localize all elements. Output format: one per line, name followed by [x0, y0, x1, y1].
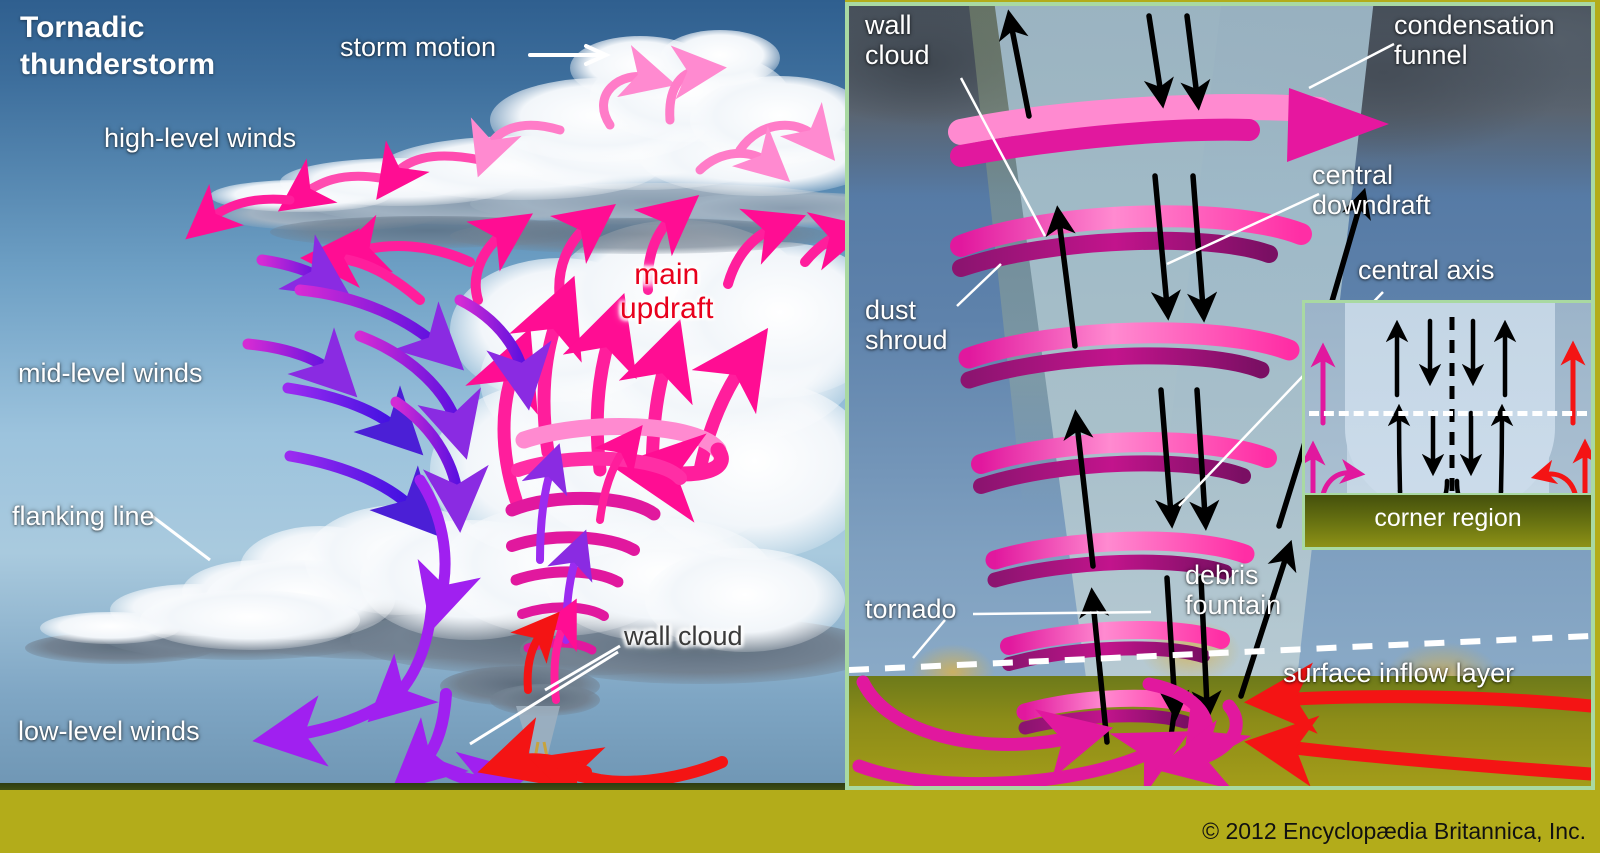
rotation-arrow-top: [948, 88, 1389, 167]
label-surface-inflow-layer: surface inflow layer: [1283, 658, 1515, 688]
label-central-downdraft: central downdraft: [1312, 160, 1431, 221]
inset-surface-dashed-line: [1309, 411, 1587, 416]
inflow-spiral-arrows: [852, 675, 1252, 786]
left-panel-tornadic-thunderstorm: Tornadic thunderstorm: [0, 0, 845, 790]
copyright-notice: © 2012 Encyclopædia Britannica, Inc.: [1202, 818, 1586, 844]
label-high-level-winds: high-level winds: [104, 123, 297, 153]
corner-region-inset: corner region: [1302, 300, 1594, 550]
label-dust-shroud: dust shroud: [865, 295, 948, 356]
label-flanking-line: flanking line: [12, 501, 155, 531]
label-wall-cloud-left: wall cloud: [624, 621, 743, 651]
surface-inflow-red-arrows: [1243, 662, 1591, 786]
surface-inflow-dashed-line: [849, 633, 1591, 673]
corner-region-label-strip: corner region: [1305, 493, 1591, 547]
label-central-axis: central axis: [1358, 255, 1495, 285]
corner-region-label: corner region: [1374, 504, 1522, 532]
page-title: Tornadic thunderstorm: [20, 11, 215, 81]
label-main-updraft: main updraft: [620, 258, 714, 325]
ground-surface: [0, 783, 845, 790]
label-storm-motion: storm motion: [340, 32, 497, 62]
storm-motion-arrow: [528, 44, 611, 66]
label-tornado: tornado: [865, 594, 957, 624]
label-wall-cloud-inset: wall cloud: [865, 10, 930, 71]
label-debris-fountain: debris fountain: [1185, 560, 1282, 621]
label-condensation-funnel: condensation funnel: [1394, 10, 1555, 71]
label-low-level-winds: low-level winds: [18, 716, 200, 746]
label-mid-level-winds: mid-level winds: [18, 358, 203, 388]
wall-cloud-leader-lines: [147, 511, 621, 746]
tornado-flow-illustration: [849, 9, 1591, 786]
storm-cloud-illustration: [25, 30, 845, 790]
